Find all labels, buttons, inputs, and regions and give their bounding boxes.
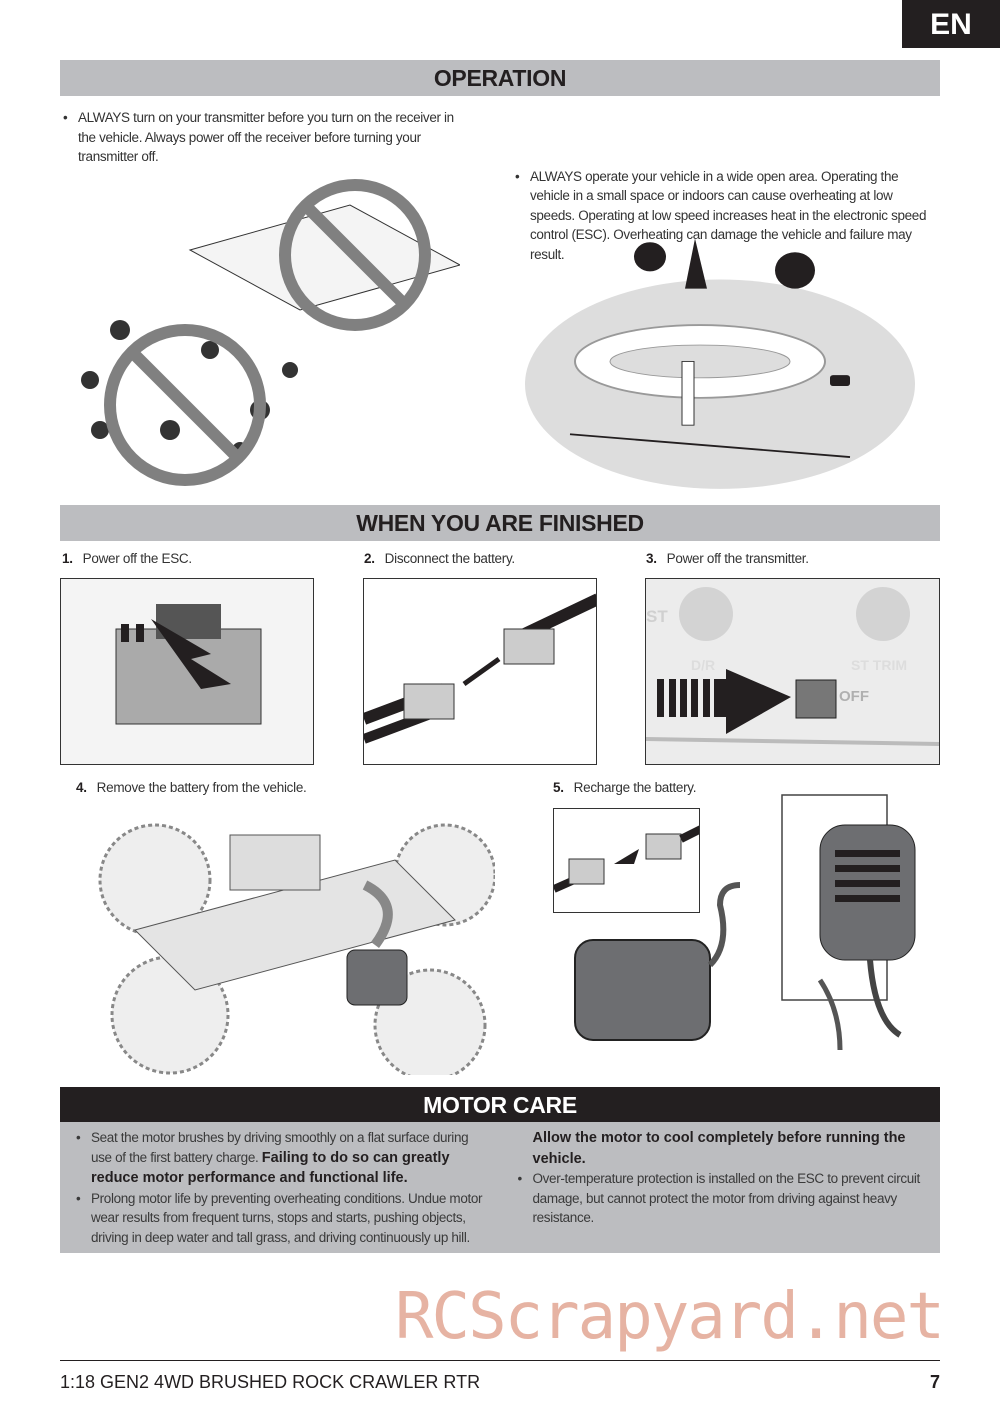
footer-divider [60,1360,940,1361]
st-label: ST [646,607,668,626]
step-2-label: 2.Disconnect the battery. [364,551,515,566]
open-area-track-illustration [525,238,915,489]
motor-care-bullet-prolong-life: Prolong motor life by preventing overhea… [73,1128,933,1250]
step-1-label: 1.Power off the ESC. [62,551,192,566]
footer-product-title: 1:18 GEN2 4WD BRUSHED ROCK CRAWLER RTR [60,1372,481,1392]
operation-heading: OPERATION [60,60,940,96]
connector-inset-illustration [553,808,700,913]
dr-label: D/R [691,657,716,673]
transmitter-power-illustration: ST D/R ST TRIM OFF [645,578,940,765]
off-label: OFF [839,688,869,705]
when-finished-heading: WHEN YOU ARE FINISHED [60,505,940,541]
step-4-label: 4.Remove the battery from the vehicle. [76,780,307,795]
motor-care-heading: MOTOR CARE [60,1087,940,1123]
page-number: 7 [929,1372,940,1392]
prohibited-areas-illustration [81,179,460,486]
motor-care-bullet-seat-brushes: Seat the motor brushes by driving smooth… [73,1128,492,1189]
st-trim-label: ST TRIM [851,657,907,673]
watermark: RCScrapyard.net [395,1280,945,1354]
motor-care-panel: Seat the motor brushes by driving smooth… [60,1122,940,1253]
operation-bullet-open-area: ALWAYS operate your vehicle in a wide op… [512,167,940,265]
power-off-esc-illustration [60,578,314,765]
disconnect-battery-illustration [363,578,597,765]
charger-battery-illustration [574,794,916,1051]
step-3-label: 3.Power off the transmitter. [646,551,809,566]
motor-care-columns: Seat the motor brushes by driving smooth… [73,1128,933,1250]
step-5-label: 5.Recharge the battery. [553,780,697,795]
language-tab: EN [902,0,1000,48]
operation-bullet-transmitter: ALWAYS turn on your transmitter before y… [60,108,460,167]
prohibited-icon [104,179,431,486]
remove-battery-vehicle-illustration [98,823,495,1075]
motor-care-bullet-over-temperature: Over-temperature protection is installed… [515,1169,934,1228]
